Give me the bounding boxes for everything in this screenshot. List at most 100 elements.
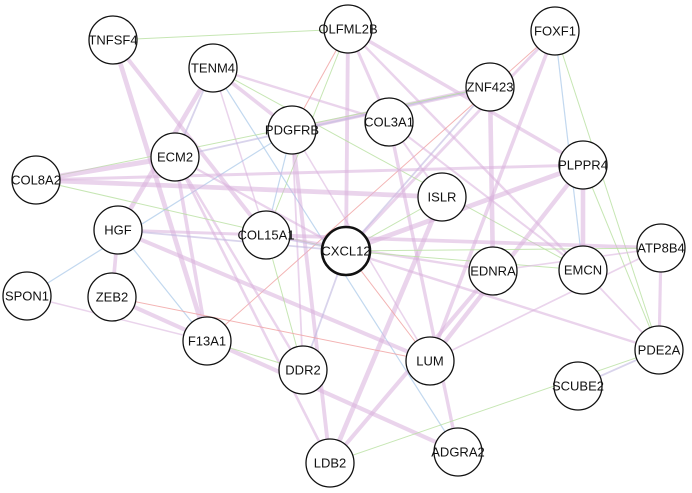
node-znf423[interactable]: ZNF423	[465, 62, 515, 112]
node-circle	[87, 272, 137, 322]
node-circle	[417, 172, 467, 222]
node-circle	[530, 6, 580, 56]
edge-atp8b4-lum	[429, 247, 662, 362]
node-circle	[11, 155, 61, 205]
node-col15a1[interactable]: COL15A1	[237, 210, 295, 260]
node-circle	[188, 43, 238, 93]
node-tnfsf4[interactable]: TNFSF4	[88, 15, 138, 65]
node-circle	[93, 205, 143, 255]
node-label: COL15A1	[237, 228, 294, 243]
node-circle	[465, 62, 515, 112]
edge-znf423-ednra	[487, 86, 496, 272]
node-label: EDNRA	[470, 264, 516, 279]
node-foxf1[interactable]: FOXF1	[530, 6, 580, 56]
node-circle	[150, 132, 200, 182]
node-plppr4[interactable]: PLPPR4	[558, 140, 608, 190]
node-scube2[interactable]: SCUBE2	[552, 361, 604, 411]
edge-pdgfrb-ddr2	[291, 129, 304, 371]
edge-col8a2-islr	[35, 177, 443, 200]
node-label: SCUBE2	[552, 379, 604, 394]
node-pde2a[interactable]: PDE2A	[634, 325, 684, 375]
node-label: EMCN	[564, 263, 602, 278]
edge-ecm2-ddr2	[173, 156, 305, 371]
edge-col3a1-adgra2	[387, 121, 460, 453]
edge-ecm2-ldb2	[173, 156, 332, 464]
node-circle	[558, 140, 608, 190]
node-cxcl12[interactable]: CXCL12	[320, 225, 372, 277]
edge-olfml2b-emcn	[347, 28, 584, 271]
node-circle	[558, 245, 608, 295]
node-circle	[636, 223, 686, 273]
node-circle	[364, 97, 414, 147]
edge-foxf1-pde2a	[554, 30, 660, 351]
node-f13a1[interactable]: F13A1	[182, 316, 232, 366]
node-adgra2[interactable]: ADGRA2	[431, 427, 485, 477]
edge-tenm4-col15a1	[212, 67, 267, 236]
node-circle	[241, 210, 291, 260]
edge-hgf-cxcl12	[117, 229, 347, 252]
node-circle	[2, 271, 52, 321]
node-circle	[267, 105, 317, 155]
node-label: HGF	[104, 223, 132, 238]
edge-hgf-lum	[117, 228, 431, 363]
node-label: SPON1	[5, 289, 49, 304]
node-islr[interactable]: ISLR	[417, 172, 467, 222]
node-label: ISLR	[428, 190, 457, 205]
node-col8a2[interactable]: COL8A2	[11, 155, 61, 205]
node-circle	[634, 325, 684, 375]
node-label: ZNF423	[467, 80, 514, 95]
edge-pde2a-ldb2	[329, 349, 660, 464]
node-label: COL3A1	[364, 115, 414, 130]
edge-foxf1-cxcl12	[344, 30, 557, 252]
node-label: DDR2	[285, 363, 320, 378]
edge-cxcl12-pde2a	[345, 249, 660, 352]
edge-plppr4-cxcl12	[345, 162, 584, 254]
edge-zeb2-lum	[111, 296, 431, 362]
node-circle	[323, 4, 373, 54]
node-circle	[553, 361, 603, 411]
edge-tnfsf4-olfml2b	[112, 28, 349, 41]
node-hgf[interactable]: HGF	[93, 205, 143, 255]
node-label: LUM	[416, 354, 443, 369]
node-ecm2[interactable]: ECM2	[150, 132, 200, 182]
node-tenm4[interactable]: TENM4	[188, 43, 238, 93]
node-circle	[433, 427, 483, 477]
node-col3a1[interactable]: COL3A1	[364, 97, 414, 147]
edge-pdgfrb-ldb2	[290, 129, 332, 464]
node-ldb2[interactable]: LDB2	[305, 438, 355, 488]
node-label: PLPPR4	[558, 158, 608, 173]
node-ednra[interactable]: EDNRA	[468, 246, 518, 296]
node-label: TNFSF4	[88, 33, 137, 48]
node-label: ZEB2	[96, 290, 129, 305]
edge-olfml2b-plppr4	[347, 27, 584, 167]
node-label: FOXF1	[534, 24, 576, 39]
node-spon1[interactable]: SPON1	[2, 271, 52, 321]
node-label: ADGRA2	[431, 445, 484, 460]
node-label: TENM4	[191, 61, 235, 76]
edge-znf423-ecm2	[174, 86, 491, 158]
edge-col15a1-ednra	[265, 233, 494, 273]
node-label: LDB2	[314, 456, 347, 471]
node-emcn[interactable]: EMCN	[558, 245, 608, 295]
node-lum[interactable]: LUM	[405, 336, 455, 386]
node-circle	[405, 336, 455, 386]
node-label: OLFML2B	[318, 22, 377, 37]
node-zeb2[interactable]: ZEB2	[87, 272, 137, 322]
node-circle	[320, 225, 372, 277]
edge-col8a2-plppr4	[35, 163, 584, 182]
node-atp8b4[interactable]: ATP8B4	[636, 223, 686, 273]
node-label: COL8A2	[11, 173, 61, 188]
edge-plppr4-pde2a	[582, 164, 660, 351]
node-label: ATP8B4	[637, 241, 684, 256]
node-label: F13A1	[188, 334, 226, 349]
node-label: CXCL12	[321, 244, 370, 259]
node-label: ECM2	[157, 150, 193, 165]
node-olfml2b[interactable]: OLFML2B	[318, 4, 378, 54]
node-pdgfrb[interactable]: PDGFRB	[265, 105, 319, 155]
node-circle	[468, 246, 518, 296]
node-circle	[305, 438, 355, 488]
node-ddr2[interactable]: DDR2	[278, 345, 328, 395]
edge-znf423-col8a2	[35, 86, 491, 181]
